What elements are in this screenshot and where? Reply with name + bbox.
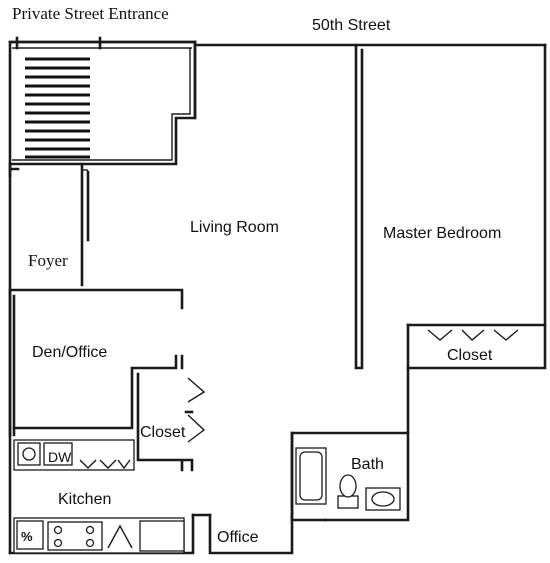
den-walls: [8, 288, 206, 472]
den-south-wall: [12, 354, 184, 430]
toilet-bowl: [339, 474, 357, 498]
stove-box: [16, 520, 44, 550]
closet-door: [461, 329, 485, 341]
foyer-right-wall: [80, 162, 90, 287]
kitchen-area: %: [13, 439, 185, 554]
refrigerator: [139, 520, 185, 552]
bedroom-west-wall: [354, 43, 364, 370]
bath-south-wall: [323, 431, 410, 522]
living-room-walls: [193, 40, 547, 370]
dishwasher-label: DW: [48, 449, 72, 465]
bathtub-basin: [299, 451, 323, 501]
outer-walls: [8, 40, 547, 555]
burner-icon: [85, 538, 95, 548]
toilet-tank: [337, 495, 359, 509]
east-wall: [290, 43, 547, 522]
burner-icon: [53, 538, 63, 548]
private-entrance-label: Private Street Entrance: [12, 4, 169, 23]
foyer-walls: [8, 162, 184, 310]
closet-door: [493, 329, 519, 341]
bath-sink: [371, 491, 395, 507]
street-label: 50th Street: [312, 17, 391, 34]
foyer-left-jamb: [8, 162, 20, 178]
counter-cabinet-lines: [79, 459, 131, 470]
sink-drain: [22, 447, 36, 461]
stove-icon: %: [21, 529, 33, 544]
office-label: Office: [217, 529, 259, 546]
burner-icon: [53, 525, 63, 535]
closet-door: [427, 329, 453, 341]
labels: Private Street Entrance 50th Street Foye…: [12, 4, 501, 546]
kitchen-label: Kitchen: [58, 491, 111, 508]
closet-bedroom-label: Closet: [447, 347, 493, 364]
burner-icon: [85, 525, 95, 535]
den-north-wall: [8, 288, 184, 310]
foyer-label: Foyer: [28, 251, 68, 270]
bath-label: Bath: [351, 456, 384, 473]
stair-outline: [8, 40, 197, 166]
living-room-label: Living Room: [190, 219, 279, 236]
closet-door: [187, 414, 206, 443]
closet-door: [187, 377, 206, 403]
den-office-label: Den/Office: [32, 344, 107, 361]
dishwasher: [43, 442, 73, 466]
closet-center-label: Closet: [140, 424, 186, 441]
stair-inner-outline: [12, 47, 192, 161]
counter-cabinet-lines: [107, 524, 133, 549]
bath-area: [290, 431, 401, 522]
closet-center-walls: [136, 372, 194, 472]
master-bedroom-label: Master Bedroom: [383, 225, 501, 242]
stair-block: [8, 36, 197, 166]
